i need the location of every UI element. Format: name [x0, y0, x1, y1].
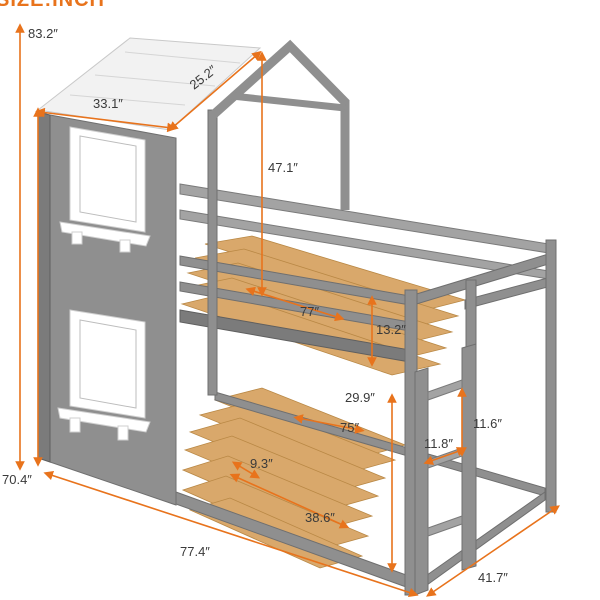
size-unit-title: SIZE:INCH: [0, 0, 105, 11]
lower-window: [57, 309, 151, 441]
overall-width-label: 41.7″: [478, 570, 508, 585]
dimension-lines: [15, 23, 560, 598]
roof-width-label: 33.1″: [93, 96, 123, 111]
bottom-clearance-label: 29.9″: [345, 390, 375, 405]
overall-length-label: 77.4″: [180, 544, 210, 559]
slat-gap-label: 9.3″: [250, 456, 273, 471]
bottom-inner-length-label: 75″: [340, 420, 359, 435]
dimension-labels: 83.2″ 33.1″ 25.2″ 47.1″ 77″ 13.2″ 29.9″ …: [2, 26, 508, 585]
top-inner-length-label: 77″: [300, 304, 319, 319]
guardrail-height-label: 13.2″: [376, 322, 406, 337]
house-side-wall: [37, 111, 51, 463]
ladder-step-label: 11.6″: [473, 416, 502, 431]
post-back-mid: [207, 109, 218, 396]
post-back-right: [545, 239, 557, 513]
total-height-label: 83.2″: [28, 26, 58, 41]
ladder: [414, 343, 477, 596]
house-gable-cross: [231, 92, 346, 112]
upper-window: [59, 126, 151, 253]
ladder-width-label: 11.8″: [424, 436, 453, 451]
house-height-label: 70.4″: [2, 472, 32, 487]
mattress-width-label: 38.6″: [305, 510, 335, 525]
top-bunk-height-label: 47.1″: [268, 160, 298, 175]
